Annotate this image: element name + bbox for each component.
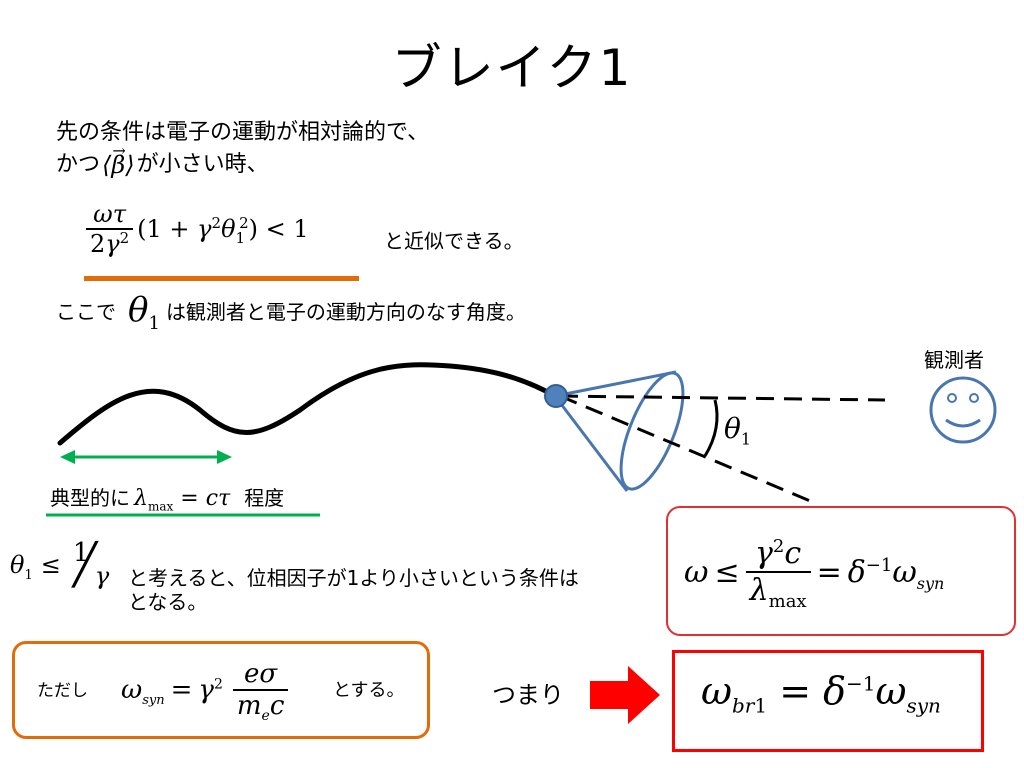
intro-line-2-suffix: が小さい時、 [136, 152, 269, 177]
lambda-max-line: 典型的に λmax = cτ 程度 [50, 482, 285, 514]
synchrotron-definition-box: ただし ωsyn = γ2 eσ mec とする。 [12, 641, 430, 739]
beta-average-expression: ⟨β→⟩ [102, 141, 135, 179]
observer-label: 観測者 [924, 348, 984, 372]
consider-line-2: となる。 [128, 590, 208, 614]
line-of-sight [559, 394, 886, 402]
consider-text: と考えると、位相因子が1より小さいという条件は となる。 [128, 566, 579, 614]
theta1-symbol: θ1 [128, 290, 160, 334]
theta-suffix: は観測者と電子の運動方向のなす角度。 [165, 299, 526, 324]
motion-direction [559, 394, 816, 505]
lambda-prefix: 典型的に [50, 486, 130, 510]
omega-condition-formula: ω ≤ γ2c λmax = δ−1ωsyn [684, 536, 945, 612]
arrow-head-right-icon [217, 450, 232, 464]
slide-title: ブレイク1 [391, 39, 633, 97]
cone-lower-edge [553, 395, 629, 492]
red-right-arrow-icon [590, 666, 660, 724]
omega-syn-formula: ωsyn = γ2 eσ mec [121, 646, 289, 734]
cone-upper-edge [554, 370, 677, 398]
cone-opening [619, 371, 685, 491]
tsumari-text: つまり [492, 681, 564, 709]
arrow-head-left-icon [60, 450, 75, 464]
intro-line-1: 先の条件は電子の運動が相対論的で、 [56, 120, 430, 145]
theta1-diagram-label: θ1 [724, 412, 752, 449]
smiley-face-icon [929, 376, 997, 444]
approx-text: と近似できる。 [384, 229, 524, 253]
lambda-suffix: 程度 [244, 486, 285, 510]
tadashi-prefix: ただし [37, 681, 88, 701]
intro-line-2: かつ ⟨β→⟩ が小さい時、 [56, 141, 269, 180]
result-box: ωbr1 = δ−1ωsyn [672, 650, 984, 752]
formula-underline [84, 276, 359, 281]
theta-prefix: ここで [56, 299, 116, 324]
electron-dot [544, 384, 568, 408]
phase-approx-formula: ωτ 2γ2 (1 + γ2θ12) < 1 [86, 200, 309, 258]
intro-line-2-prefix: かつ [56, 152, 101, 177]
theta-bound-formula: θ1 ≤ 1 ╱ γ [10, 538, 110, 590]
consider-line-1: と考えると、位相因子が1より小さいという条件は [128, 566, 579, 590]
omega-condition-box: ω ≤ γ2c λmax = δ−1ωsyn [666, 506, 1016, 636]
electron-path [57, 362, 558, 446]
lambda-max-formula: λmax = cτ [134, 486, 231, 514]
omega-br1-formula: ωbr1 = δ−1ωsyn [701, 669, 941, 718]
theta-definition: ここで θ1 は観測者と電子の運動方向のなす角度。 [56, 290, 526, 334]
angle-arc [703, 399, 719, 457]
tadashi-suffix: とする。 [333, 680, 405, 701]
